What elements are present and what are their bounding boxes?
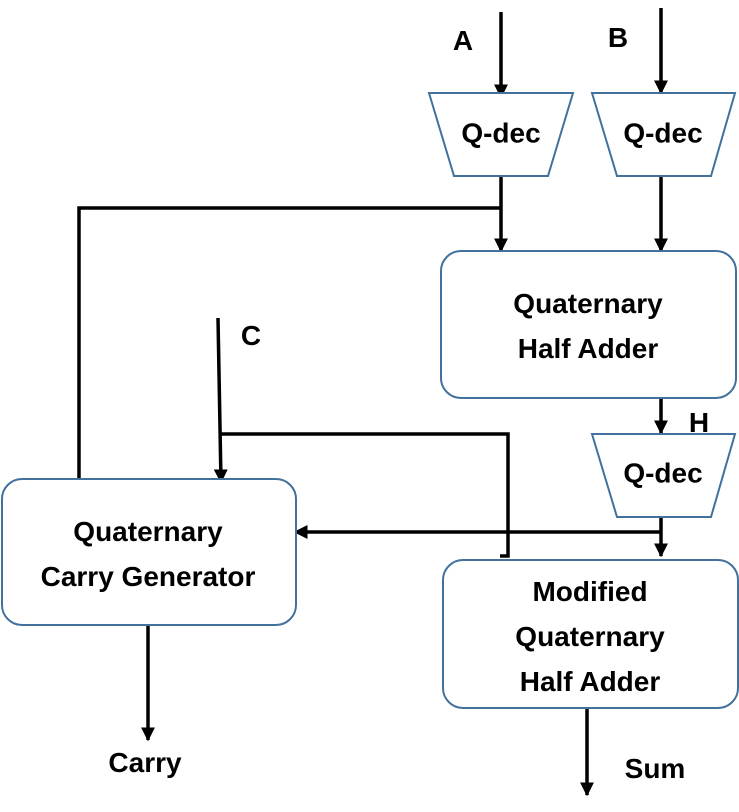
- modified-half-adder-label-line-3: Half Adder: [520, 666, 661, 697]
- decoder-a-label: Q-dec: [461, 117, 540, 148]
- carry-generator-label-line-1: Quaternary: [73, 516, 223, 547]
- modified-half-adder-label-line-2: Quaternary: [515, 621, 665, 652]
- signal-h-label: H: [689, 407, 709, 438]
- half-adder-block: Quaternary Half Adder: [440, 250, 737, 399]
- decoder-b: Q-dec: [590, 92, 737, 177]
- wire-input-c: [213, 317, 228, 484]
- carry-generator-block: Quaternary Carry Generator: [1, 478, 297, 626]
- modified-half-adder-block: Modified Quaternary Half Adder: [442, 559, 739, 709]
- input-c-label: C: [241, 320, 261, 351]
- wire-c-to-modified-half-adder: [220, 432, 510, 558]
- sum-output-label: Sum: [625, 753, 686, 784]
- wire-a-feedback-to-carry-generator: [77, 206, 501, 484]
- decoder-h-label: Q-dec: [623, 457, 702, 488]
- input-a-label: A: [453, 25, 473, 56]
- modified-half-adder-label-line-1: Modified: [532, 576, 647, 607]
- input-b-label: B: [608, 22, 628, 53]
- decoder-b-label: Q-dec: [623, 117, 702, 148]
- decoder-a: Q-dec: [427, 92, 575, 177]
- half-adder-label-line-2: Half Adder: [518, 333, 659, 364]
- carry-output-label: Carry: [108, 747, 182, 778]
- decoder-h: Q-dec: [590, 433, 737, 518]
- carry-generator-label-line-2: Carry Generator: [41, 561, 256, 592]
- half-adder-label-line-1: Quaternary: [513, 288, 663, 319]
